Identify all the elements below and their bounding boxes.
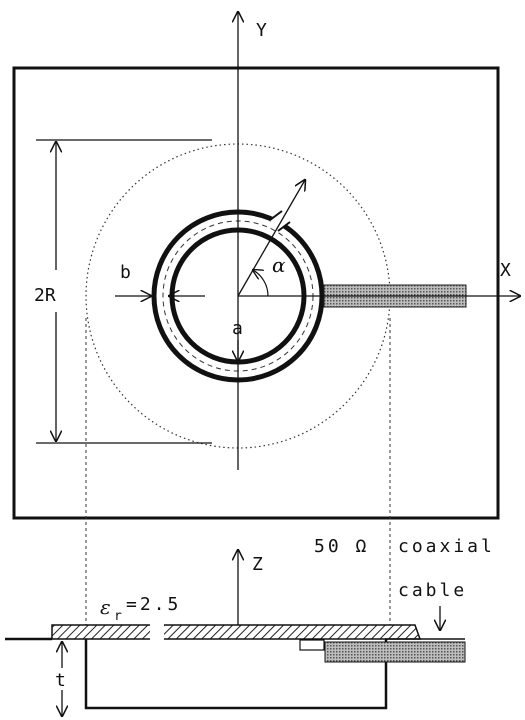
cross-section [5,624,422,710]
epsilon-symbol: ε [100,595,111,619]
epsilon-value: =2.5 [126,594,181,615]
b-label: b [120,262,131,283]
coax-cable-section [324,641,466,663]
t-label: t [55,670,66,691]
cable-label: cable [398,580,467,601]
radius-arrow [237,180,305,297]
alpha-arc [253,270,269,297]
impedance-label: 50 Ω [314,536,369,557]
ground-plane [12,66,500,520]
x-axis-label: X [500,260,511,281]
y-axis-label: Y [256,20,267,41]
coaxial-label: coaxial [398,536,495,557]
epsilon-subscript: r [114,609,122,624]
alpha-label: α [272,253,286,277]
2r-label: 2R [34,285,56,306]
ring-gap [269,210,291,232]
a-label: a [232,318,243,339]
z-axis-label: Z [252,554,263,575]
